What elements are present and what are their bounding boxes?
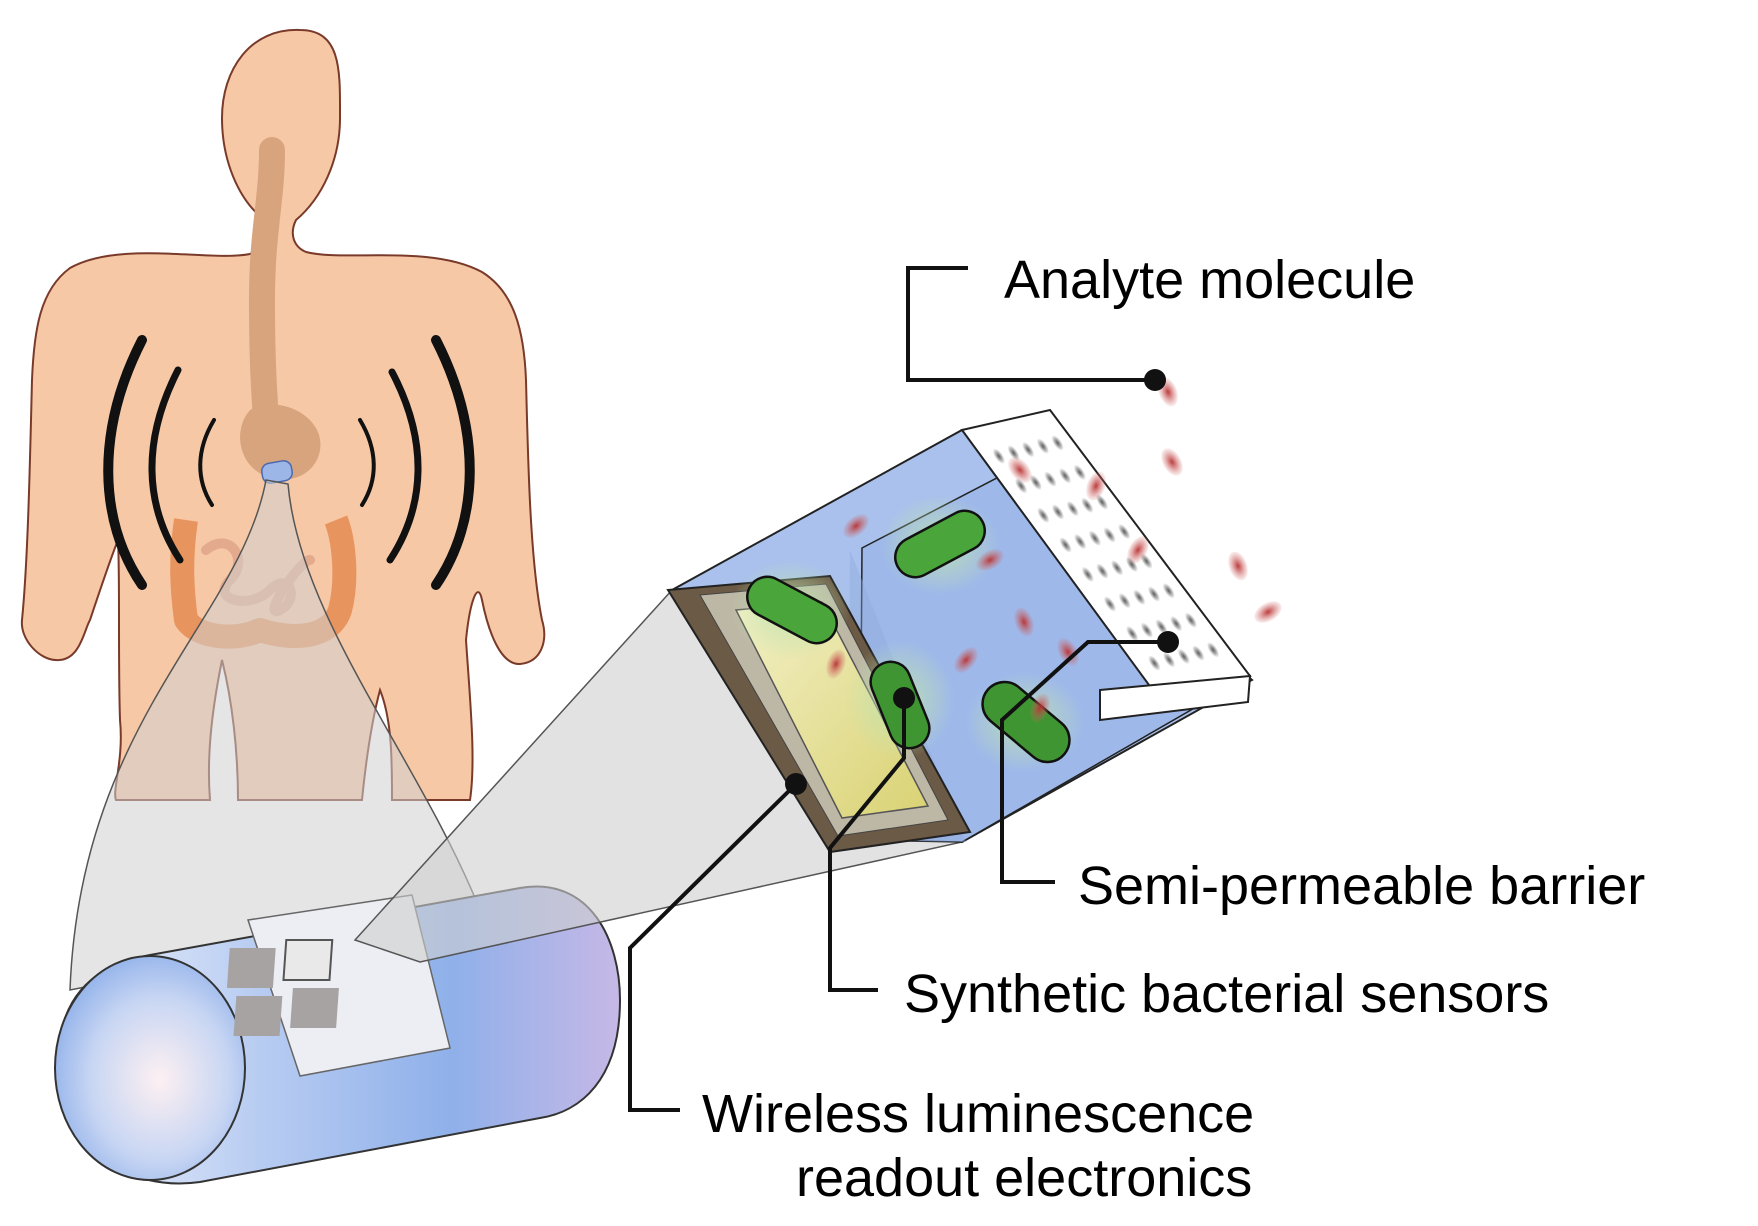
signal-arc-right-outer <box>431 335 475 590</box>
barrier-pore-32 <box>1192 645 1205 661</box>
leader-sensors <box>828 698 906 992</box>
leader-sensors-dot <box>893 687 915 709</box>
barrier-pore-18 <box>1044 471 1057 487</box>
barrier-pore-11 <box>1051 504 1065 520</box>
analyte-molecule-3 <box>1086 471 1106 501</box>
label-electronics-line1: Wireless luminescence <box>702 1084 1254 1144</box>
wireless-signal-arcs <box>103 335 475 590</box>
analyte-molecule-8 <box>1057 638 1079 666</box>
leader-lines <box>628 266 1179 1112</box>
signal-arc-left-middle <box>148 366 184 564</box>
barrier-pore-34 <box>1073 464 1086 481</box>
leader-barrier-dot <box>1157 631 1179 653</box>
barrier-pore-40 <box>1206 642 1220 658</box>
analyte-molecule-6 <box>1127 536 1149 564</box>
signal-arc-left-outer <box>103 335 147 590</box>
label-semi-permeable-barrier: Semi-permeable barrier <box>1078 856 1645 916</box>
bacteria-group <box>730 495 1085 772</box>
analyte-molecule-2 <box>1161 448 1183 476</box>
barrier-pore-16 <box>1162 652 1176 668</box>
leader-analyte <box>906 266 1155 382</box>
bacterium-2 <box>894 509 986 579</box>
esophagus <box>248 137 285 433</box>
barrier-pore-21 <box>1110 560 1124 576</box>
barrier-pore-20 <box>1088 530 1102 546</box>
barrier-pore-22 <box>1133 589 1146 606</box>
barrier-pore-10 <box>1029 474 1042 491</box>
sensor-chip-1 <box>226 948 276 988</box>
barrier-side <box>1099 674 1252 722</box>
leader-analyte-dot <box>1144 369 1166 391</box>
bacterium-1 <box>746 575 838 645</box>
analyte-molecule-4 <box>1228 551 1248 581</box>
sensor-chip-4 <box>290 988 339 1028</box>
analyte-molecule-12 <box>976 549 1004 571</box>
analyte-molecule-10 <box>843 514 869 538</box>
analyte-molecule-5 <box>1254 601 1282 623</box>
analyte-molecule-7 <box>1014 607 1034 637</box>
analyte-molecule-13 <box>1030 693 1050 723</box>
barrier-pore-6 <box>1103 596 1117 612</box>
barrier-pore-3 <box>1037 507 1050 524</box>
barrier-pore-27 <box>1081 497 1094 514</box>
barrier-pore-1 <box>992 448 1006 464</box>
stomach <box>240 404 321 480</box>
analyte-molecule-14 <box>1008 457 1032 483</box>
barrier-pore-39 <box>1184 612 1198 628</box>
barrier-pore-5 <box>1081 566 1094 583</box>
barrier-pore-2 <box>1014 478 1028 494</box>
analyte-molecule-11 <box>826 649 846 679</box>
label-electronics-line2: readout electronics <box>796 1148 1252 1208</box>
signal-arc-left-inner <box>198 418 216 507</box>
barrier-pore-13 <box>1096 563 1109 579</box>
barrier-pore-4 <box>1059 537 1072 553</box>
barrier-pore-33 <box>1051 435 1064 451</box>
barrier-pore-28 <box>1103 527 1116 543</box>
barrier-pore-15 <box>1140 622 1154 638</box>
barrier-pore-26 <box>1058 468 1072 484</box>
zoom-callout-body <box>69 479 482 991</box>
analyte-molecules <box>826 377 1282 723</box>
analyte-molecule-9 <box>954 647 978 673</box>
leader-electronics-dot <box>785 773 807 795</box>
signal-arc-right-inner <box>358 418 376 507</box>
barrier-pore-19 <box>1066 500 1079 517</box>
label-synthetic-bacterial-sensors: Synthetic bacterial sensors <box>904 964 1549 1024</box>
barrier-pore-12 <box>1074 533 1087 550</box>
barrier-pore-23 <box>1155 619 1168 635</box>
sensor-chip-3 <box>233 996 283 1036</box>
barrier-pores <box>992 435 1220 671</box>
sensor-chip-2 <box>282 939 334 981</box>
leader-electronics <box>628 782 798 1112</box>
barrier-pore-8 <box>1148 655 1161 671</box>
barrier-pore-24 <box>1177 648 1190 665</box>
barrier-pore-36 <box>1118 523 1131 540</box>
barrier-pore-31 <box>1170 615 1183 632</box>
barrier-pore-38 <box>1162 582 1175 599</box>
barrier-pore-7 <box>1126 625 1139 642</box>
barrier-pore-14 <box>1118 592 1131 609</box>
capsule-end-cap <box>54 955 246 1181</box>
signal-arc-right-middle <box>386 368 422 564</box>
barrier-pore-9 <box>1007 445 1020 461</box>
leader-barrier <box>1000 640 1168 884</box>
barrier-pore-17 <box>1022 441 1035 458</box>
barrier-pore-25 <box>1036 438 1050 454</box>
label-analyte-molecule: Analyte molecule <box>1004 250 1415 310</box>
sensor-block <box>666 377 1282 854</box>
barrier-pore-30 <box>1147 586 1161 602</box>
barrier-pore-35 <box>1095 494 1109 510</box>
